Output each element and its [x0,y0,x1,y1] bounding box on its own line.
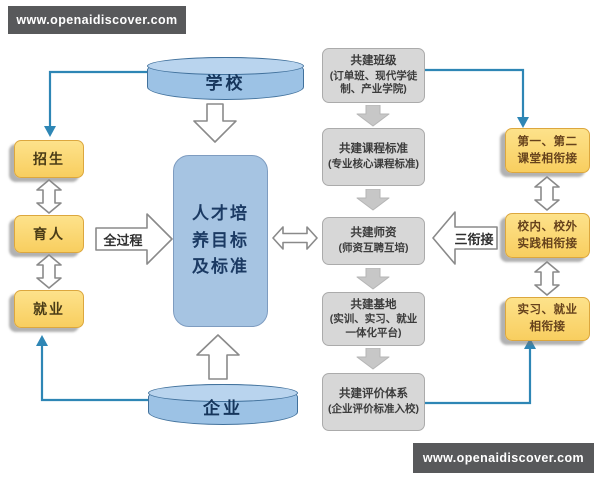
co-build-base-sub: (实训、实习、就业一体化平台) [329,313,418,339]
double-arrow-vertical-icon [534,261,560,296]
down-block-arrow-icon [193,103,237,143]
process-arrow: 全过程 [95,212,173,266]
gray-down-arrow-icon [356,348,390,370]
co-build-base-title: 共建基地 [350,298,397,311]
three-link-arrow: 三衔接 [432,210,498,266]
co-build-curriculum-box: 共建课程标准 (专业核心课程标准) [322,128,425,186]
employ-box: 就业 [14,290,84,328]
talent-goal-box: 人才培 养目标 及标准 [173,155,268,327]
co-build-curriculum-title: 共建课程标准 [339,143,408,156]
co-build-evaluation-box: 共建评价体系 (企业评价标准入校) [322,373,425,431]
internship-link-box: 实习、就业 相衔接 [505,297,590,341]
educate-box: 育人 [14,215,84,253]
co-build-teachers-box: 共建师资 (师资互聘互培) [322,217,425,265]
elbow-connector-school-to-enroll [44,70,147,137]
co-build-class-title: 共建班级 [350,55,397,68]
talent-goal-line2: 养目标 [192,230,249,250]
talent-goal-line3: 及标准 [192,257,249,277]
internship-link-line2: 相衔接 [529,321,566,333]
practice-link-box: 校内、校外 实践相衔接 [505,213,590,258]
three-link-arrow-label: 三衔接 [454,231,494,247]
internship-link-line1: 实习、就业 [517,304,578,317]
classroom-link-line1: 第一、第二 [517,135,578,148]
co-build-curriculum-sub: (专业核心课程标准) [328,157,419,170]
enterprise-cylinder: 企业 [148,384,298,425]
double-arrow-vertical-icon [534,176,560,211]
process-arrow-label: 全过程 [103,232,143,248]
co-build-class-box: 共建班级 (订单班、现代学徒制、产业学院) [322,48,425,103]
gray-down-arrow-icon [356,268,390,290]
gray-down-arrow-icon [356,105,390,127]
double-arrow-vertical-icon [36,254,62,289]
school-cylinder: 学校 [147,57,304,100]
double-arrow-horizontal-icon [272,224,318,252]
gray-down-arrow-icon [356,189,390,211]
co-build-class-sub: (订单班、现代学徒制、产业学院) [329,69,418,96]
classroom-link-line2: 课堂相衔接 [517,152,578,165]
elbow-connector-enterprise-to-employ [36,335,148,402]
practice-link-line2: 实践相衔接 [517,237,578,250]
enroll-box: 招生 [14,140,84,178]
school-label: 学校 [205,74,246,93]
enterprise-label: 企业 [203,399,243,418]
watermark-banner-bottom: www.openaidiscover.com [413,443,594,473]
co-build-evaluation-title: 共建评价体系 [339,388,408,401]
double-arrow-vertical-icon [36,179,62,214]
up-block-arrow-icon [196,334,240,380]
co-build-teachers-sub: (师资互聘互培) [338,241,409,254]
practice-link-line1: 校内、校外 [517,220,578,233]
talent-goal-line1: 人才培 [192,204,249,224]
co-build-base-box: 共建基地 (实训、实习、就业一体化平台) [322,292,425,346]
co-build-teachers-title: 共建师资 [350,227,397,240]
classroom-link-box: 第一、第二 课堂相衔接 [505,128,590,173]
elbow-connector-class-to-classroom [425,68,529,128]
watermark-banner-top: www.openaidiscover.com [8,6,186,34]
elbow-connector-evaluation-to-internship [425,338,536,405]
co-build-evaluation-sub: (企业评价标准入校) [328,402,419,415]
